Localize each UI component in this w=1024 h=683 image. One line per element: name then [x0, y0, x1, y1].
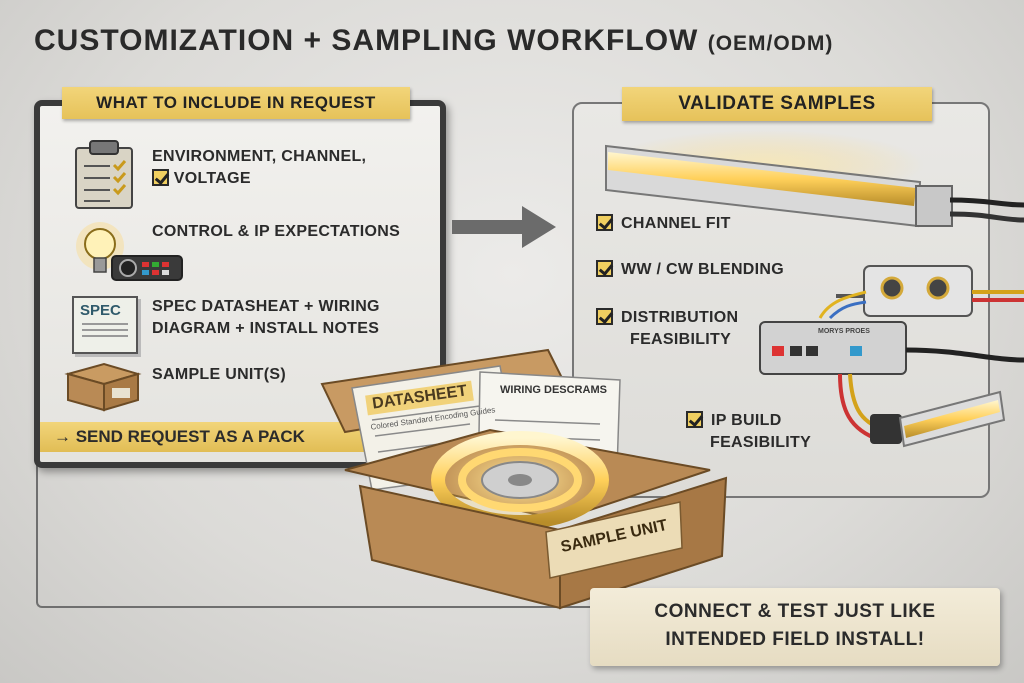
box-icon [64, 362, 142, 412]
validate-item-line: FEASIBILITY [630, 331, 732, 348]
connect-test-note: CONNECT & TEST JUST LIKE INTENDED FIELD … [590, 588, 1000, 666]
validate-item-channel: CHANNEL FIT [596, 213, 731, 235]
request-item-line: DIAGRAM + INSTALL NOTES [152, 320, 380, 337]
page-title: CUSTOMIZATION + SAMPLING WORKFLOW (OEM/O… [34, 24, 994, 58]
wiring-label: WIRING DESCRAMS [500, 384, 607, 396]
request-item-environment: ENVIRONMENT, CHANNEL, VOLTAGE [152, 146, 366, 190]
validate-item-blending: WW / CW BLENDING [596, 259, 784, 281]
clipboard-icon [75, 140, 133, 209]
checkbox-icon [686, 411, 703, 428]
request-item-control: CONTROL & IP EXPECTATIONS [152, 223, 401, 240]
checkbox-icon [596, 214, 613, 231]
flow-arrow-icon [452, 206, 556, 248]
validate-item-distribution: DISTRIBUTION FEASIBILITY [596, 307, 738, 351]
request-item-spec: SPEC DATASHEAT + WIRING DIAGRAM + INSTAL… [152, 296, 380, 340]
request-item-line: ENVIRONMENT, CHANNEL, [152, 148, 367, 165]
request-item-line: VOLTAGE [173, 170, 251, 187]
validate-item-line: FEASIBILITY [710, 434, 812, 451]
request-item-sample: SAMPLE UNIT(S) [152, 366, 286, 383]
checkbox-icon [596, 308, 613, 325]
controller-label: MORYS PROES [818, 328, 870, 335]
checkbox-icon [152, 169, 169, 186]
validate-item-line: IP BUILD [711, 412, 782, 429]
spec-sheet-icon: SPEC [72, 296, 138, 354]
request-panel-banner: WHAT TO INCLUDE IN REQUEST [62, 87, 410, 119]
validate-item-line: CHANNEL FIT [621, 215, 731, 232]
validate-item-ip-build: IP BUILD FEASIBILITY [686, 410, 811, 454]
connect-line: CONNECT & TEST JUST LIKE [654, 601, 936, 622]
validate-panel-banner: VALIDATE SAMPLES [622, 87, 932, 121]
checkbox-icon [596, 260, 613, 277]
request-item-line: SPEC DATASHEAT + WIRING [152, 298, 380, 315]
title-main: CUSTOMIZATION + SAMPLING WORKFLOW [34, 24, 699, 57]
validate-item-line: WW / CW BLENDING [621, 261, 784, 278]
lightbulb-controller-icon [76, 222, 183, 281]
send-request-bar: → SEND REQUEST AS A PACK [40, 422, 400, 452]
title-subtitle: (OEM/ODM) [707, 32, 834, 55]
connect-line: INTENDED FIELD INSTALL! [665, 629, 925, 650]
spec-sheet-label: SPEC [80, 302, 121, 319]
validate-item-line: DISTRIBUTION [621, 309, 739, 326]
